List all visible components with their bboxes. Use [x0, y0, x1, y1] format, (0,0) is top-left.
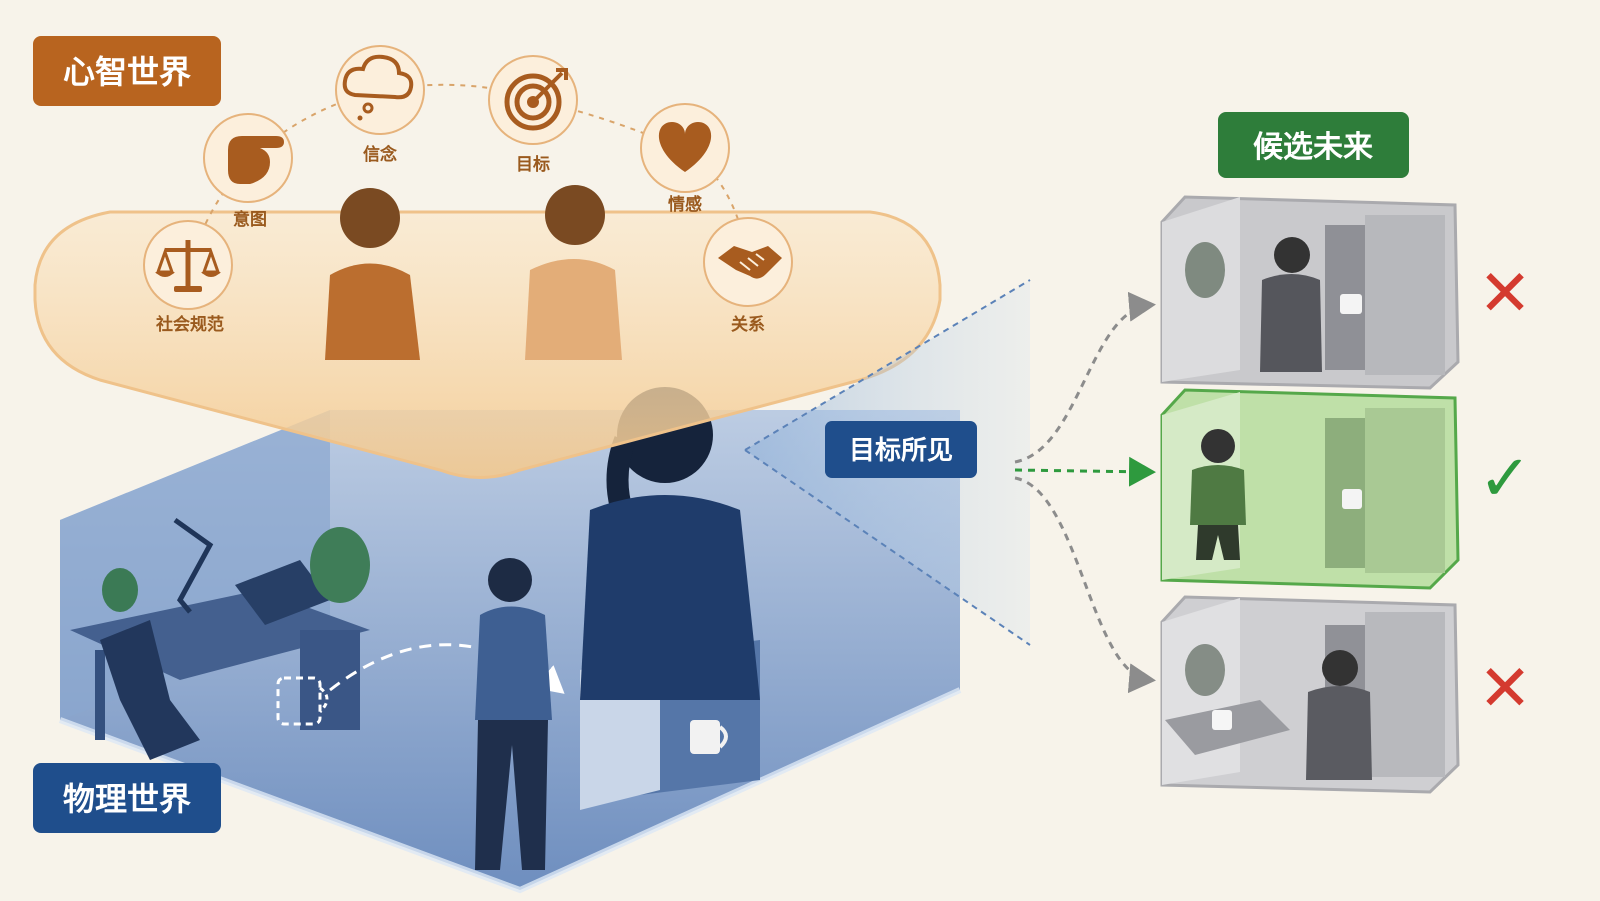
target-view-label: 目标所见	[849, 436, 953, 466]
cross-icon: ✕	[1478, 652, 1532, 726]
candidate-futures-tag: 候选未来	[1218, 112, 1409, 178]
concept-label-goal: 目标	[516, 154, 550, 175]
mind-world-title: 心智世界	[63, 53, 191, 91]
concept-label-belief: 信念	[363, 144, 397, 165]
concept-label-relationship: 关系	[731, 314, 765, 335]
future-option-3	[1160, 595, 1460, 794]
person-right-figure	[525, 185, 622, 360]
pointing-hand-icon	[228, 136, 284, 184]
check-icon: ✓	[1478, 442, 1532, 516]
concept-relationship	[703, 217, 793, 307]
branch-arrow-top	[1014, 291, 1156, 464]
concept-label-intention: 意图	[233, 209, 267, 230]
concept-belief	[335, 45, 425, 135]
mind-world-tag: 心智世界	[33, 36, 221, 106]
concept-emotion	[640, 103, 730, 193]
concept-label-social-norms: 社会规范	[155, 314, 224, 335]
small-person-figure	[475, 558, 552, 870]
heart-icon	[658, 122, 712, 172]
handshake-icon	[718, 246, 782, 279]
target-view-tag: 目标所见	[825, 421, 977, 478]
scales-icon	[155, 240, 221, 292]
thought-cloud-icon	[342, 54, 414, 121]
concept-intention	[203, 113, 293, 203]
candidate-futures-title: 候选未来	[1253, 130, 1373, 165]
cross-icon: ✕	[1478, 257, 1532, 331]
concept-social-norms	[143, 220, 233, 310]
chair	[100, 620, 200, 760]
desk	[70, 517, 370, 740]
physical-world-tag: 物理世界	[33, 763, 221, 833]
concept-goal	[488, 55, 578, 145]
remembered-mug-icon	[276, 676, 329, 726]
branch-arrow-bottom	[1014, 476, 1156, 694]
target-icon	[504, 68, 568, 131]
branch-arrow-middle	[1014, 456, 1156, 487]
physical-world-title: 物理世界	[63, 780, 191, 818]
concept-label-emotion: 情感	[668, 194, 702, 215]
future-option-2	[1160, 388, 1460, 590]
future-option-1	[1160, 195, 1460, 390]
person-left-figure	[325, 188, 420, 360]
